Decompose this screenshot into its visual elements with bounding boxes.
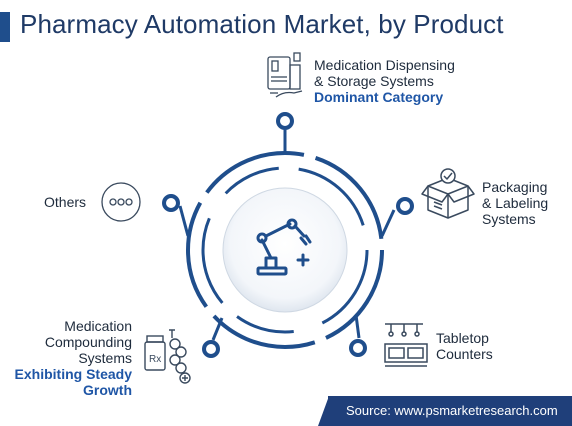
package-box-icon — [421, 168, 475, 219]
tabletop-counter-icon — [384, 323, 428, 367]
robotic-arm-icon — [256, 218, 312, 276]
node-compounding — [202, 340, 220, 358]
compounding-tag1: Exhibiting Steady — [14, 366, 132, 382]
compounding-line3: Systems — [78, 350, 132, 366]
node-others — [162, 194, 180, 212]
packaging-line2: & Labeling — [482, 195, 549, 211]
source-banner: Source: www.psmarketresearch.com — [328, 396, 572, 426]
inner-ring — [201, 166, 369, 334]
node-tabletop — [349, 339, 367, 357]
tabletop-label: Tabletop Counters — [436, 330, 493, 362]
packaging-label: Packaging & Labeling Systems — [482, 179, 548, 227]
dispensing-tag: Dominant Category — [314, 89, 444, 105]
compounding-line2: Compounding — [44, 334, 132, 350]
compounding-bottles-icon: Rx — [144, 329, 191, 384]
connector-packaging — [380, 209, 396, 237]
source-banner-notch — [318, 396, 329, 426]
connector-tabletop — [354, 314, 361, 339]
dispensing-line1: Medication Dispensing — [314, 57, 455, 73]
node-packaging — [396, 197, 414, 215]
dispensing-machine-icon — [267, 52, 303, 98]
center-disc — [222, 187, 348, 313]
compounding-label: Medication Compounding Systems Exhibitin… — [15, 318, 132, 398]
compounding-line1: Medication — [64, 318, 132, 334]
svg-text:Rx: Rx — [149, 354, 161, 365]
page-title: Pharmacy Automation Market, by Product — [20, 9, 504, 39]
more-dots-icon — [101, 182, 141, 222]
tabletop-line2: Counters — [436, 346, 493, 362]
connector-compounding — [211, 317, 224, 341]
node-dispensing — [276, 112, 294, 130]
title-accent-bar — [0, 12, 10, 42]
packaging-line1: Packaging — [482, 179, 548, 195]
others-label: Others — [44, 194, 87, 210]
tabletop-line1: Tabletop — [436, 330, 489, 346]
connector-others — [178, 205, 190, 237]
dispensing-label: Medication Dispensing & Storage Systems … — [314, 57, 455, 105]
dispensing-line2: & Storage Systems — [314, 73, 434, 89]
packaging-line3: Systems — [482, 211, 536, 227]
compounding-tag2: Growth — [83, 382, 132, 398]
